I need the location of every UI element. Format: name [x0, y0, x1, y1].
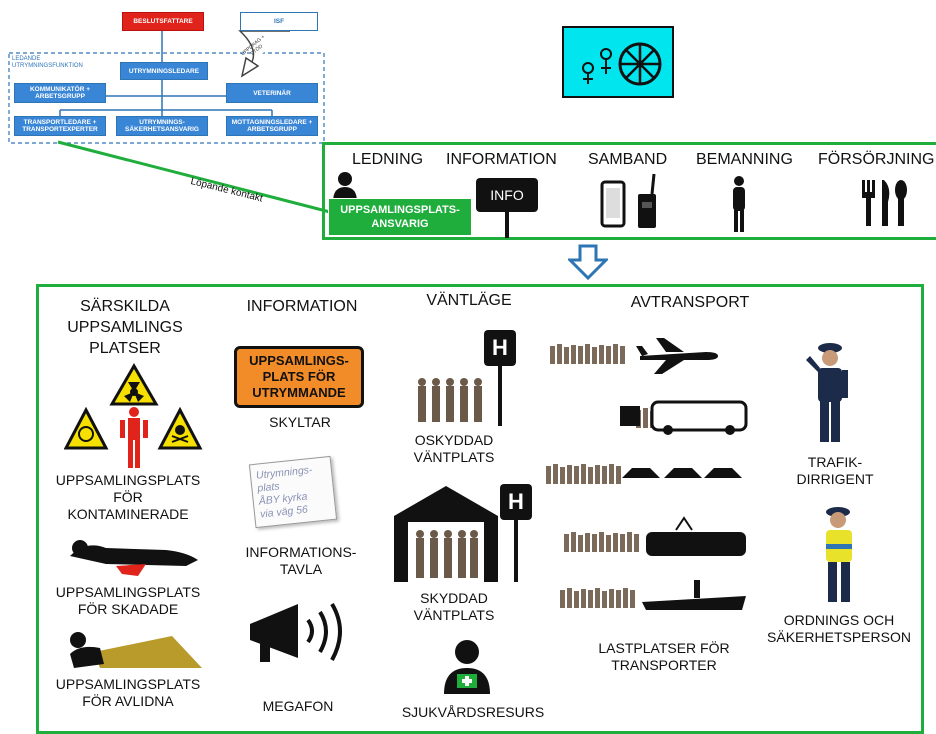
org-transportledare: TRANSPORTLEDARE + TRANSPORTEXPERTER	[14, 116, 106, 136]
col3-header: VÄNTLÄGE	[426, 292, 512, 309]
info-sign-post	[505, 212, 509, 238]
hazard-signs-icon	[64, 363, 203, 468]
org-utrymningsledare: UTRYMNINGSLEDARE	[120, 62, 208, 80]
waiting-group-icon	[418, 378, 482, 422]
megaphone-icon	[250, 602, 342, 662]
org-veterinar: VETERINÄR	[226, 83, 318, 103]
col4-header: AVTRANSPORT	[630, 294, 750, 311]
col2-header: INFORMATION	[246, 298, 358, 315]
info-sign: INFO	[476, 178, 538, 212]
deceased-label: UPPSAMLINGSPLATS FÖR AVLIDNA	[55, 676, 201, 709]
info-note: Utrymnings- plats ÅBY kyrka via väg 56	[248, 455, 338, 529]
megafon-label: MEGAFON	[262, 698, 334, 714]
hdr-samband: SAMBAND	[588, 151, 668, 168]
hdr-ledning: LEDNING	[352, 151, 424, 168]
bus-stop-sign-2: H	[500, 484, 532, 520]
contaminated-label: UPPSAMLINGSPLATS FÖR KONTAMINERADE	[55, 472, 201, 522]
org-mottagningsledare: MOTTAGNINGSLEDARE + ARBETSGRUPP	[226, 116, 318, 136]
infotavla-label: INFORMATIONS- TAVLA	[245, 544, 357, 577]
org-sakerhetsansvarig: UTRYMNINGS-SÄKERHETSANSVARIG	[116, 116, 208, 136]
orange-evacuation-sign: UPPSAMLINGS- PLATS FÖR UTRYMMANDE	[234, 346, 364, 408]
org-beslutsfattare: BESLUTSFATTARE	[122, 12, 204, 31]
hdr-bemanning: BEMANNING	[696, 151, 793, 168]
cutlery-icon	[862, 180, 907, 226]
evacuation-symbol	[562, 26, 674, 98]
ordning-label: ORDNINGS OCH SÄKERHETSPERSON	[767, 612, 911, 645]
lastplatser-label: LASTPLATSER FÖR TRANSPORTER	[598, 640, 730, 673]
org-ledande-label: LEDANDE UTRYMNINGSFUNKTION	[12, 56, 83, 69]
phone-radio-icon	[600, 173, 656, 228]
down-arrow-icon	[568, 244, 608, 281]
deceased-person-icon	[70, 632, 202, 668]
injured-label: UPPSAMLINGSPLATS FÖR SKADADE	[55, 584, 201, 617]
trafik-label: TRAFIK- DIRRIGENT	[796, 454, 874, 487]
medic-person-icon	[444, 640, 490, 694]
bus-stop-post-2	[514, 520, 518, 582]
security-officer-icon	[826, 507, 852, 602]
injured-person-icon	[70, 540, 198, 576]
top-panel	[322, 142, 936, 240]
contact-line	[57, 140, 331, 214]
skyltar-label: SKYLTAR	[269, 414, 331, 430]
bus-stop-post-1	[498, 366, 502, 426]
hdr-information: INFORMATION	[446, 151, 557, 168]
staff-person-icon	[733, 176, 745, 232]
org-kommunikator: KOMMUNIKATÖR + ARBETSGRUPP	[14, 83, 106, 103]
bus-stop-sign-1: H	[484, 330, 516, 366]
traffic-officer-icon	[806, 343, 848, 442]
responsible-label: UPPSAMLINGSPLATS- ANSVARIG	[328, 198, 472, 236]
skyddad-label: SKYDDAD VÄNTPLATS	[413, 590, 495, 623]
org-chart: BESLUTSFATTARE ISF UPPDRAG + STÖD LEDAND…	[0, 0, 330, 150]
sjukvard-label: SJUKVÅRDSRESURS	[401, 704, 545, 720]
gender-wheel-icon	[582, 42, 662, 86]
shelter-icon	[394, 486, 498, 582]
oskyddad-label: OSKYDDAD VÄNTPLATS	[413, 432, 495, 465]
transport-rows-icon	[546, 338, 748, 610]
hdr-forsorjning: FÖRSÖRJNING	[818, 151, 935, 168]
org-isf: ISF	[240, 12, 318, 31]
col1-header: SÄRSKILDA UPPSAMLINGS PLATSER	[67, 298, 183, 357]
